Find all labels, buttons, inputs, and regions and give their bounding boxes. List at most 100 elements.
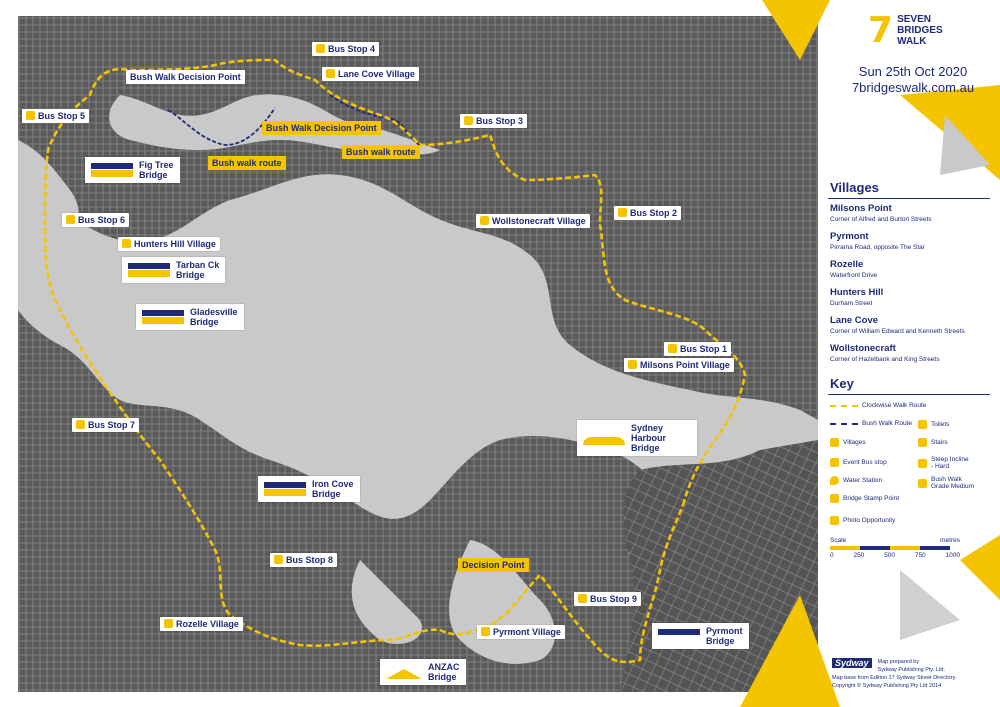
camera-icon: [830, 516, 839, 525]
bus-stop-icon: [26, 111, 35, 120]
key-event-bus: Event Bus stop: [830, 458, 887, 467]
village-icon: [480, 216, 489, 225]
pyrmont-village-label[interactable]: Pyrmont Village: [477, 625, 565, 639]
key-heading: Key: [830, 376, 854, 391]
bus-stop-icon: [316, 44, 325, 53]
bus-stop-4-label[interactable]: Bus Stop 4: [312, 42, 380, 56]
divider: [828, 198, 990, 199]
decor-triangle-bottom-grey: [900, 570, 960, 640]
dashed-yellow-line-icon: [830, 404, 858, 407]
bus-stop-icon: [578, 594, 587, 603]
bridge-icon: [658, 629, 700, 643]
stairs-icon: [918, 438, 927, 447]
key-stamp: Bridge Stamp Point: [830, 494, 899, 503]
bush-walk-route-label-east: Bush walk route: [342, 145, 420, 159]
bus-stop-icon: [464, 116, 473, 125]
logo-words: SEVEN BRIDGES WALK: [897, 14, 943, 47]
bus-stop-2-label[interactable]: Bus Stop 2: [614, 206, 682, 220]
decor-triangle-top: [762, 0, 830, 60]
decor-triangle-bottom-right: [960, 535, 1000, 600]
bridge-icon: [128, 263, 170, 277]
lane-cove-village-label[interactable]: Lane Cove Village: [322, 67, 419, 81]
scale-bar-graphic: [830, 546, 950, 550]
key-villages: Villages: [830, 438, 866, 447]
wollstonecraft-village-label[interactable]: Wollstonecraft Village: [476, 214, 590, 228]
village-icon: [122, 239, 131, 248]
bus-stop-1-label[interactable]: Bus Stop 1: [664, 342, 732, 356]
stamp-icon: [830, 494, 839, 503]
bus-stop-icon: [66, 215, 75, 224]
key-photo: Photo Opportunity: [830, 516, 895, 525]
steep-incline-icon: [918, 458, 927, 468]
villages-heading: Villages: [830, 180, 879, 195]
bush-walk-decision-point-west[interactable]: Bush Walk Decision Point: [126, 70, 245, 84]
bus-stop-icon: [618, 208, 627, 217]
key-steep: Steep Incline- Hard: [918, 456, 969, 470]
bus-stop-7-label[interactable]: Bus Stop 7: [72, 418, 140, 432]
bush-walk-route-east: [329, 94, 421, 146]
bus-stop-5-label[interactable]: Bus Stop 5: [22, 109, 90, 123]
map-credit: Sydway Map prepared by Sydway Publishing…: [832, 658, 957, 689]
decor-triangle-bottom: [740, 595, 840, 707]
event-website-link[interactable]: 7bridgeswalk.com.au: [851, 80, 975, 95]
dashed-blue-line-icon: [830, 422, 858, 425]
village-icon: [830, 438, 839, 447]
decor-triangle-grey: [940, 115, 990, 175]
bridge-icon: [142, 310, 184, 324]
sydway-logo: Sydway: [832, 658, 872, 668]
bus-stop-9-label[interactable]: Bus Stop 9: [574, 592, 642, 606]
hunters-hill-village-label[interactable]: Hunters Hill Village: [118, 237, 220, 251]
event-info: Sun 25th Oct 2020 7bridgeswalk.com.au: [838, 64, 988, 96]
divider: [828, 394, 990, 395]
bus-stop-3-label[interactable]: Bus Stop 3: [460, 114, 528, 128]
village-icon: [326, 69, 335, 78]
clockwise-walk-route: [43, 58, 747, 664]
blackwattle-bay: [351, 560, 422, 644]
bridge-icon: [386, 665, 422, 679]
bridge-icon: [91, 163, 133, 177]
village-icon: [164, 619, 173, 628]
bush-walk-route-label-west: Bush walk route: [208, 156, 286, 170]
bush-walk-icon: [918, 478, 927, 488]
bus-stop-8-label[interactable]: Bus Stop 8: [270, 553, 338, 567]
parramatta-river: [18, 140, 79, 270]
event-date: Sun 25th Oct 2020: [858, 64, 968, 79]
logo-number: 7: [868, 10, 894, 51]
water-drop-icon: [830, 476, 839, 485]
key-bush-route: Bush Walk Route: [830, 420, 912, 427]
milsons-point-village-label[interactable]: Milsons Point Village: [624, 358, 734, 372]
village-icon: [481, 627, 490, 636]
bus-stop-icon: [668, 344, 677, 353]
toilets-icon: [918, 420, 927, 429]
rozelle-village-label[interactable]: Rozelle Village: [160, 617, 243, 631]
decision-point-pyrmont[interactable]: Decision Point: [458, 558, 529, 572]
bus-stop-6-label[interactable]: Bus Stop 6: [62, 213, 130, 227]
key-water: Water Station: [830, 476, 882, 485]
bush-walk-decision-point-east[interactable]: Bush Walk Decision Point: [262, 121, 381, 135]
seven-bridges-logo[interactable]: 7 SEVEN BRIDGES WALK: [868, 10, 943, 51]
bridge-icon: [264, 482, 306, 496]
bus-stop-icon: [274, 555, 283, 564]
key-stairs: Stairs: [918, 438, 948, 447]
bus-stop-icon: [830, 458, 839, 467]
village-icon: [628, 360, 637, 369]
key-walk-route: Clockwise Walk Route: [830, 402, 926, 409]
bridge-icon: [583, 431, 625, 445]
key-toilets: Toilets: [918, 420, 949, 429]
bus-stop-icon: [76, 420, 85, 429]
